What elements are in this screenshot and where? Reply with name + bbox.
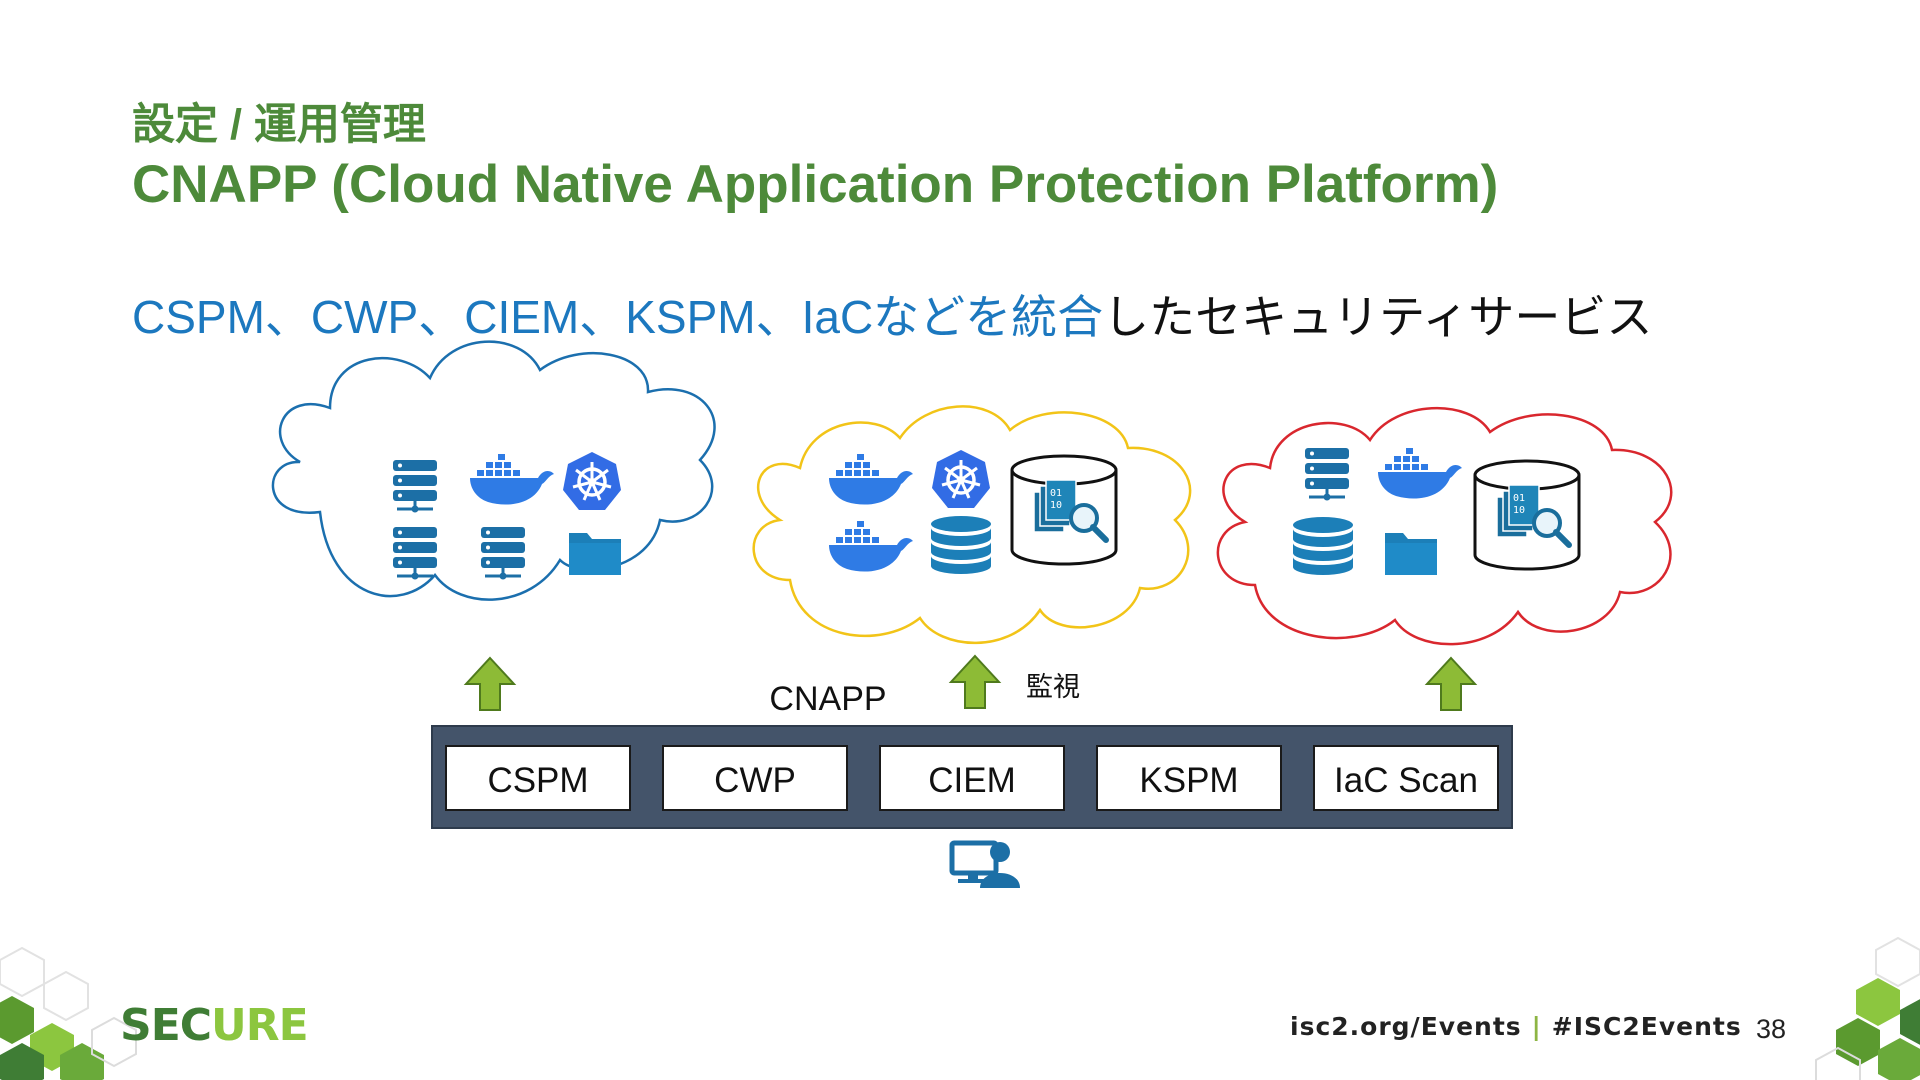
slide-title: CNAPP (Cloud Native Application Protecti… [132,155,1499,214]
module-label: CWP [714,761,796,800]
platform-label: CNAPP [769,680,886,718]
module-box: CIEM [879,745,1065,811]
section-subtitle: 設定 / 運用管理 [132,101,426,149]
hashtag: #ISC2Events [1551,1012,1742,1041]
up-arrow-icon [465,657,515,711]
module-label: CSPM [487,761,588,800]
footer-separator: | [1531,1012,1542,1041]
module-box: KSPM [1096,745,1282,811]
hexagon-decoration-right [1815,936,1920,1080]
module-box: CSPM [445,745,631,811]
secure-logo: SECURE [120,1000,309,1051]
module-label: IaC Scan [1334,761,1478,800]
footer-links: isc2.org/Events | #ISC2Events [1290,1012,1742,1041]
module-box: CWP [662,745,848,811]
events-url[interactable]: isc2.org/Events [1290,1012,1522,1041]
up-arrow-icon [1426,657,1476,711]
database-scan-icon [1012,456,1116,564]
user-computer-icon [949,840,1020,888]
hexagon-decoration-left [0,946,137,1080]
monitor-label: 監視 [1026,672,1080,703]
module-label: CIEM [928,761,1016,800]
module-box: IaC Scan [1313,745,1499,811]
cloud-blue [271,340,716,601]
page-number: 38 [1756,1014,1787,1044]
folder-icon [1385,533,1437,575]
database-scan-icon [1475,461,1579,569]
lead-rest: したセキュリティサービス [1103,291,1653,343]
lead-highlight: CSPM、CWP、CIEM、KSPM、IaCなどを統合 [132,291,1104,343]
lead-text: CSPM、CWP、CIEM、KSPM、IaCなどを統合したセキュリティサービス [132,294,1652,340]
folder-icon [569,533,621,575]
cloud-red [1216,406,1673,646]
module-label: KSPM [1139,761,1238,800]
up-arrow-icon [950,655,1000,709]
